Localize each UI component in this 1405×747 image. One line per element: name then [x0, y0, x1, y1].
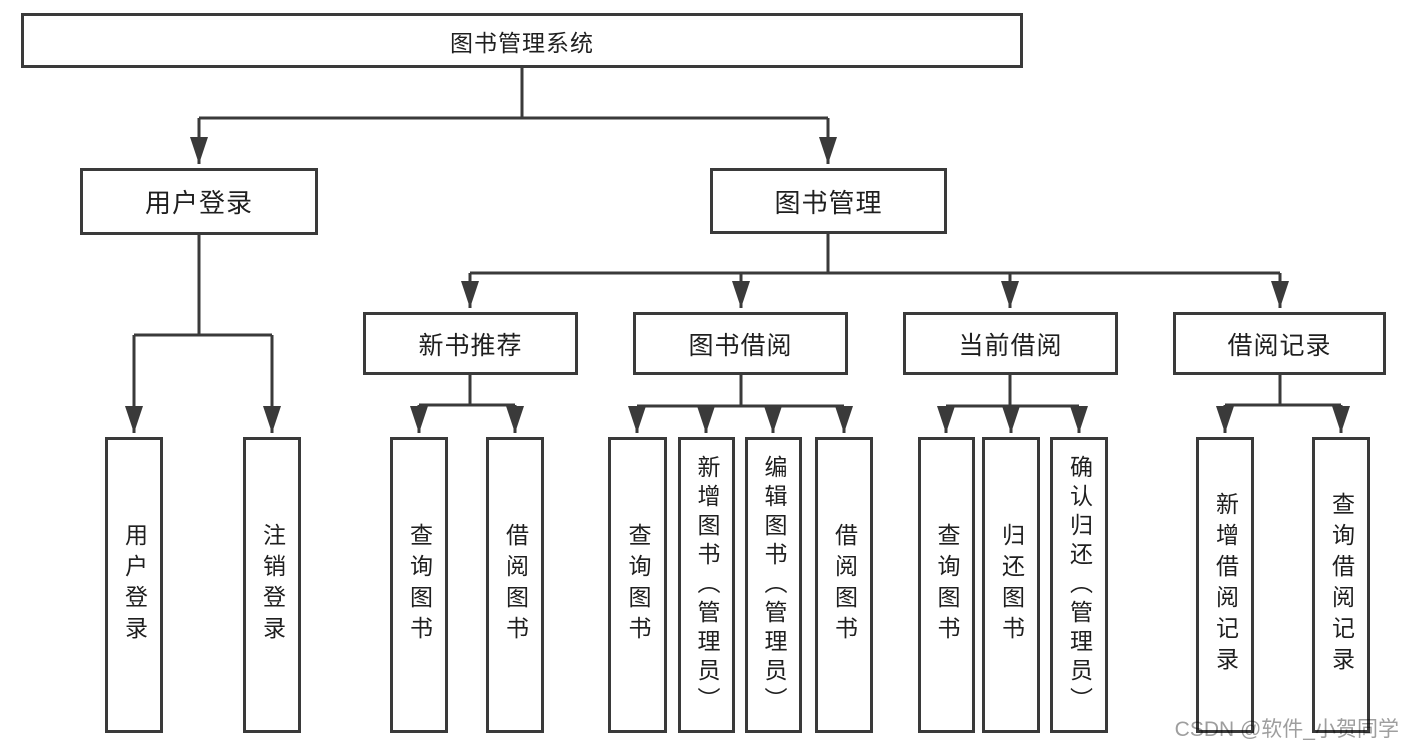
node-current-borrowing: 当前借阅: [903, 312, 1118, 375]
node-label: 图书借阅: [688, 331, 793, 360]
node-root-library-system: 图书管理系统: [21, 13, 1023, 68]
node-book-borrowing: 图书借阅: [633, 312, 848, 375]
node-label: 新增借阅记录: [1212, 492, 1239, 678]
node-leaf-cb-return-books: 归还图书: [982, 437, 1040, 733]
node-leaf-bb-add-books-admin: 新增图书（管理员）: [678, 437, 735, 733]
node-book-management: 图书管理: [710, 168, 947, 234]
node-label: 图书管理: [774, 187, 883, 218]
node-new-book-recommend: 新书推荐: [363, 312, 578, 375]
node-leaf-user-login: 用户登录: [105, 437, 163, 733]
node-label: 查询图书: [406, 523, 433, 647]
node-label: 借阅图书: [831, 523, 858, 647]
node-borrowing-records: 借阅记录: [1173, 312, 1386, 375]
node-label: 新书推荐: [418, 331, 523, 360]
node-label: 图书管理系统: [450, 29, 594, 56]
node-leaf-cb-query-books: 查询图书: [918, 437, 975, 733]
node-label: 新增图书（管理员）: [694, 454, 720, 716]
node-label: 借阅记录: [1227, 331, 1332, 360]
node-leaf-cb-confirm-return-admin: 确认归还（管理员）: [1050, 437, 1108, 733]
node-leaf-bb-edit-books-admin: 编辑图书（管理员）: [745, 437, 802, 733]
node-label: 确认归还（管理员）: [1066, 454, 1093, 716]
node-label: 归还图书: [998, 523, 1025, 647]
node-label: 注销登录: [259, 523, 286, 647]
node-user-login-group: 用户登录: [80, 168, 318, 235]
node-label: 当前借阅: [958, 331, 1063, 360]
node-leaf-br-query-borrow-record: 查询借阅记录: [1312, 437, 1370, 733]
node-leaf-nbr-borrow-books: 借阅图书: [486, 437, 544, 733]
node-label: 查询图书: [934, 523, 960, 647]
node-label: 编辑图书（管理员）: [761, 454, 787, 716]
node-label: 用户登录: [144, 188, 253, 218]
node-label: 用户登录: [121, 523, 148, 647]
node-label: 查询图书: [625, 523, 651, 647]
node-leaf-logout-login: 注销登录: [243, 437, 301, 733]
node-leaf-br-add-borrow-record: 新增借阅记录: [1196, 437, 1254, 733]
node-leaf-bb-query-books: 查询图书: [608, 437, 667, 733]
node-label: 查询借阅记录: [1328, 492, 1355, 678]
csdn-watermark: CSDN @软件_小贺同学: [1174, 718, 1399, 741]
node-leaf-bb-borrow-books: 借阅图书: [815, 437, 873, 733]
node-leaf-nbr-query-books: 查询图书: [390, 437, 448, 733]
node-label: 借阅图书: [502, 523, 529, 647]
